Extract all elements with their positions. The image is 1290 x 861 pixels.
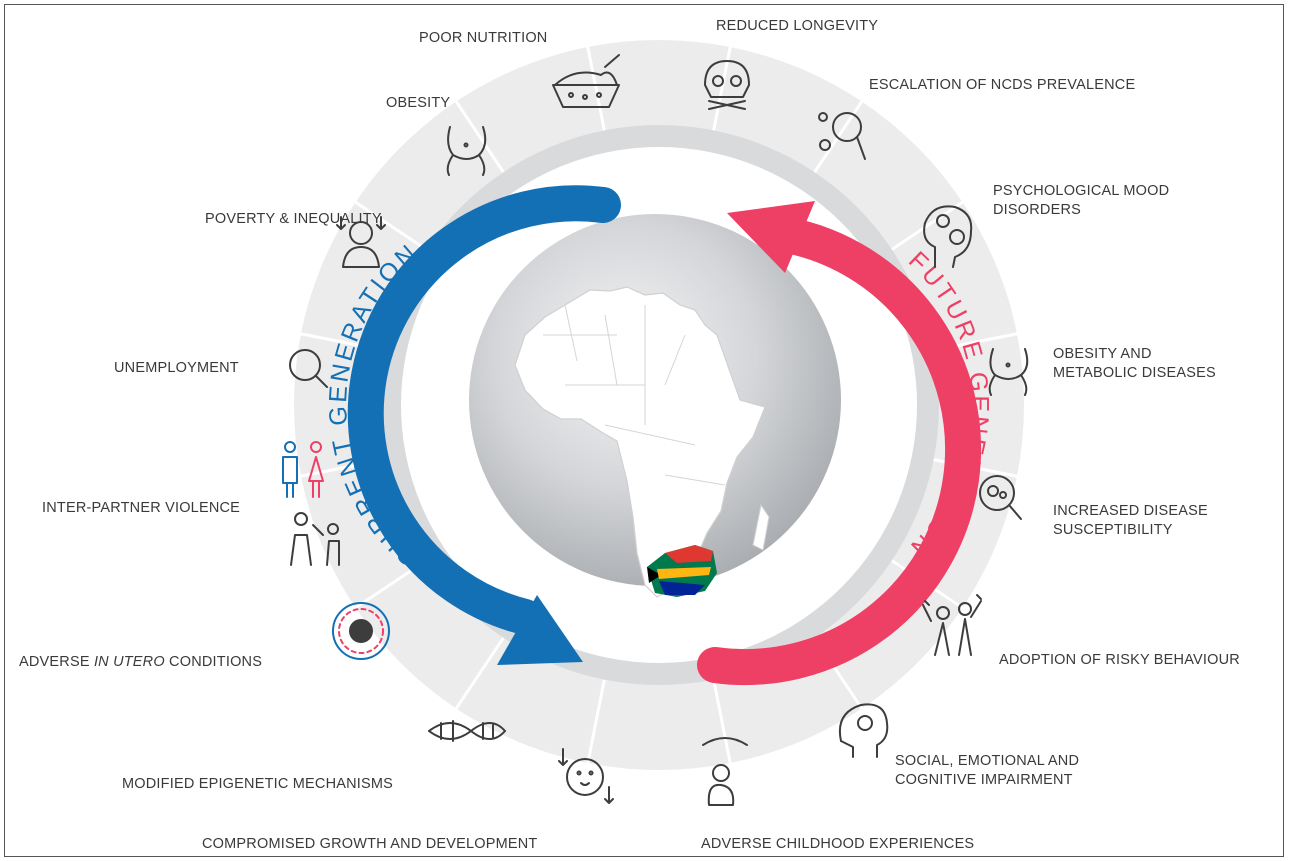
food-bowl-icon	[552, 54, 620, 108]
party-people-icon	[922, 594, 982, 656]
magnifier-germ-icon	[979, 475, 1022, 520]
current-arrow-head	[497, 595, 583, 665]
africa-globe	[469, 214, 841, 598]
current-generation-arrow	[347, 185, 621, 635]
sector-divider	[890, 200, 965, 251]
label-growth-development: COMPROMISED GROWTH AND DEVELOPMENT	[202, 836, 538, 852]
sector-divider	[454, 99, 505, 174]
label-unemployment: UNEMPLOYMENT	[114, 360, 239, 376]
label-poverty-inequality: POVERTY & INEQUALITY	[205, 211, 382, 227]
fetus-dna-icon	[332, 602, 390, 660]
label-inter-partner-violence: INTER-PARTNER VIOLENCE	[42, 500, 241, 516]
baby-growth-icon	[558, 748, 614, 804]
sector-divider	[586, 45, 606, 131]
future-arrow-head	[727, 201, 815, 273]
country-borders	[543, 304, 726, 486]
skull-icon	[704, 60, 750, 110]
sector-divider	[454, 636, 505, 711]
label-poor-nutrition: POOR NUTRITION	[419, 30, 548, 46]
label-adverse-in-utero: ADVERSE IN UTERO CONDITIONS	[19, 654, 263, 670]
diagram-frame: CURRENT GENERATION FUTURE GENERATION	[4, 4, 1284, 857]
sector-divider	[353, 200, 428, 251]
label-ncds-prevalence: ESCALATION OF NCDS PREVALENCE	[869, 77, 1136, 93]
waist-icon	[446, 126, 487, 176]
future-generation-arrow	[697, 215, 982, 686]
south-africa-flag-map	[647, 545, 717, 597]
label-risky-behaviour: ADOPTION OF RISKY BEHAVIOUR	[999, 652, 1240, 668]
sector-divider	[712, 679, 732, 765]
gear-head-icon	[839, 703, 889, 758]
couple-violence-icon	[282, 441, 340, 566]
label-epigenetic: MODIFIED EPIGENETIC MECHANISMS	[122, 776, 394, 792]
intergenerational-cycle-diagram: CURRENT GENERATION FUTURE GENERATION	[282, 40, 1029, 806]
madagascar	[752, 503, 770, 551]
poverty-person-icon	[336, 216, 386, 268]
job-search-icon	[289, 349, 328, 388]
sector-divider	[586, 679, 606, 765]
label-childhood-experiences: ADVERSE CHILDHOOD EXPERIENCES	[701, 836, 975, 852]
mood-head-icon	[923, 205, 973, 268]
sector-divider	[813, 99, 864, 174]
label-reduced-longevity: REDUCED LONGEVITY	[716, 18, 879, 34]
waist-icon	[988, 348, 1029, 396]
dna-icon	[428, 720, 506, 742]
label-obesity: OBESITY	[386, 95, 451, 111]
microscope-germ-icon	[818, 112, 866, 160]
sad-child-icon	[702, 737, 748, 806]
